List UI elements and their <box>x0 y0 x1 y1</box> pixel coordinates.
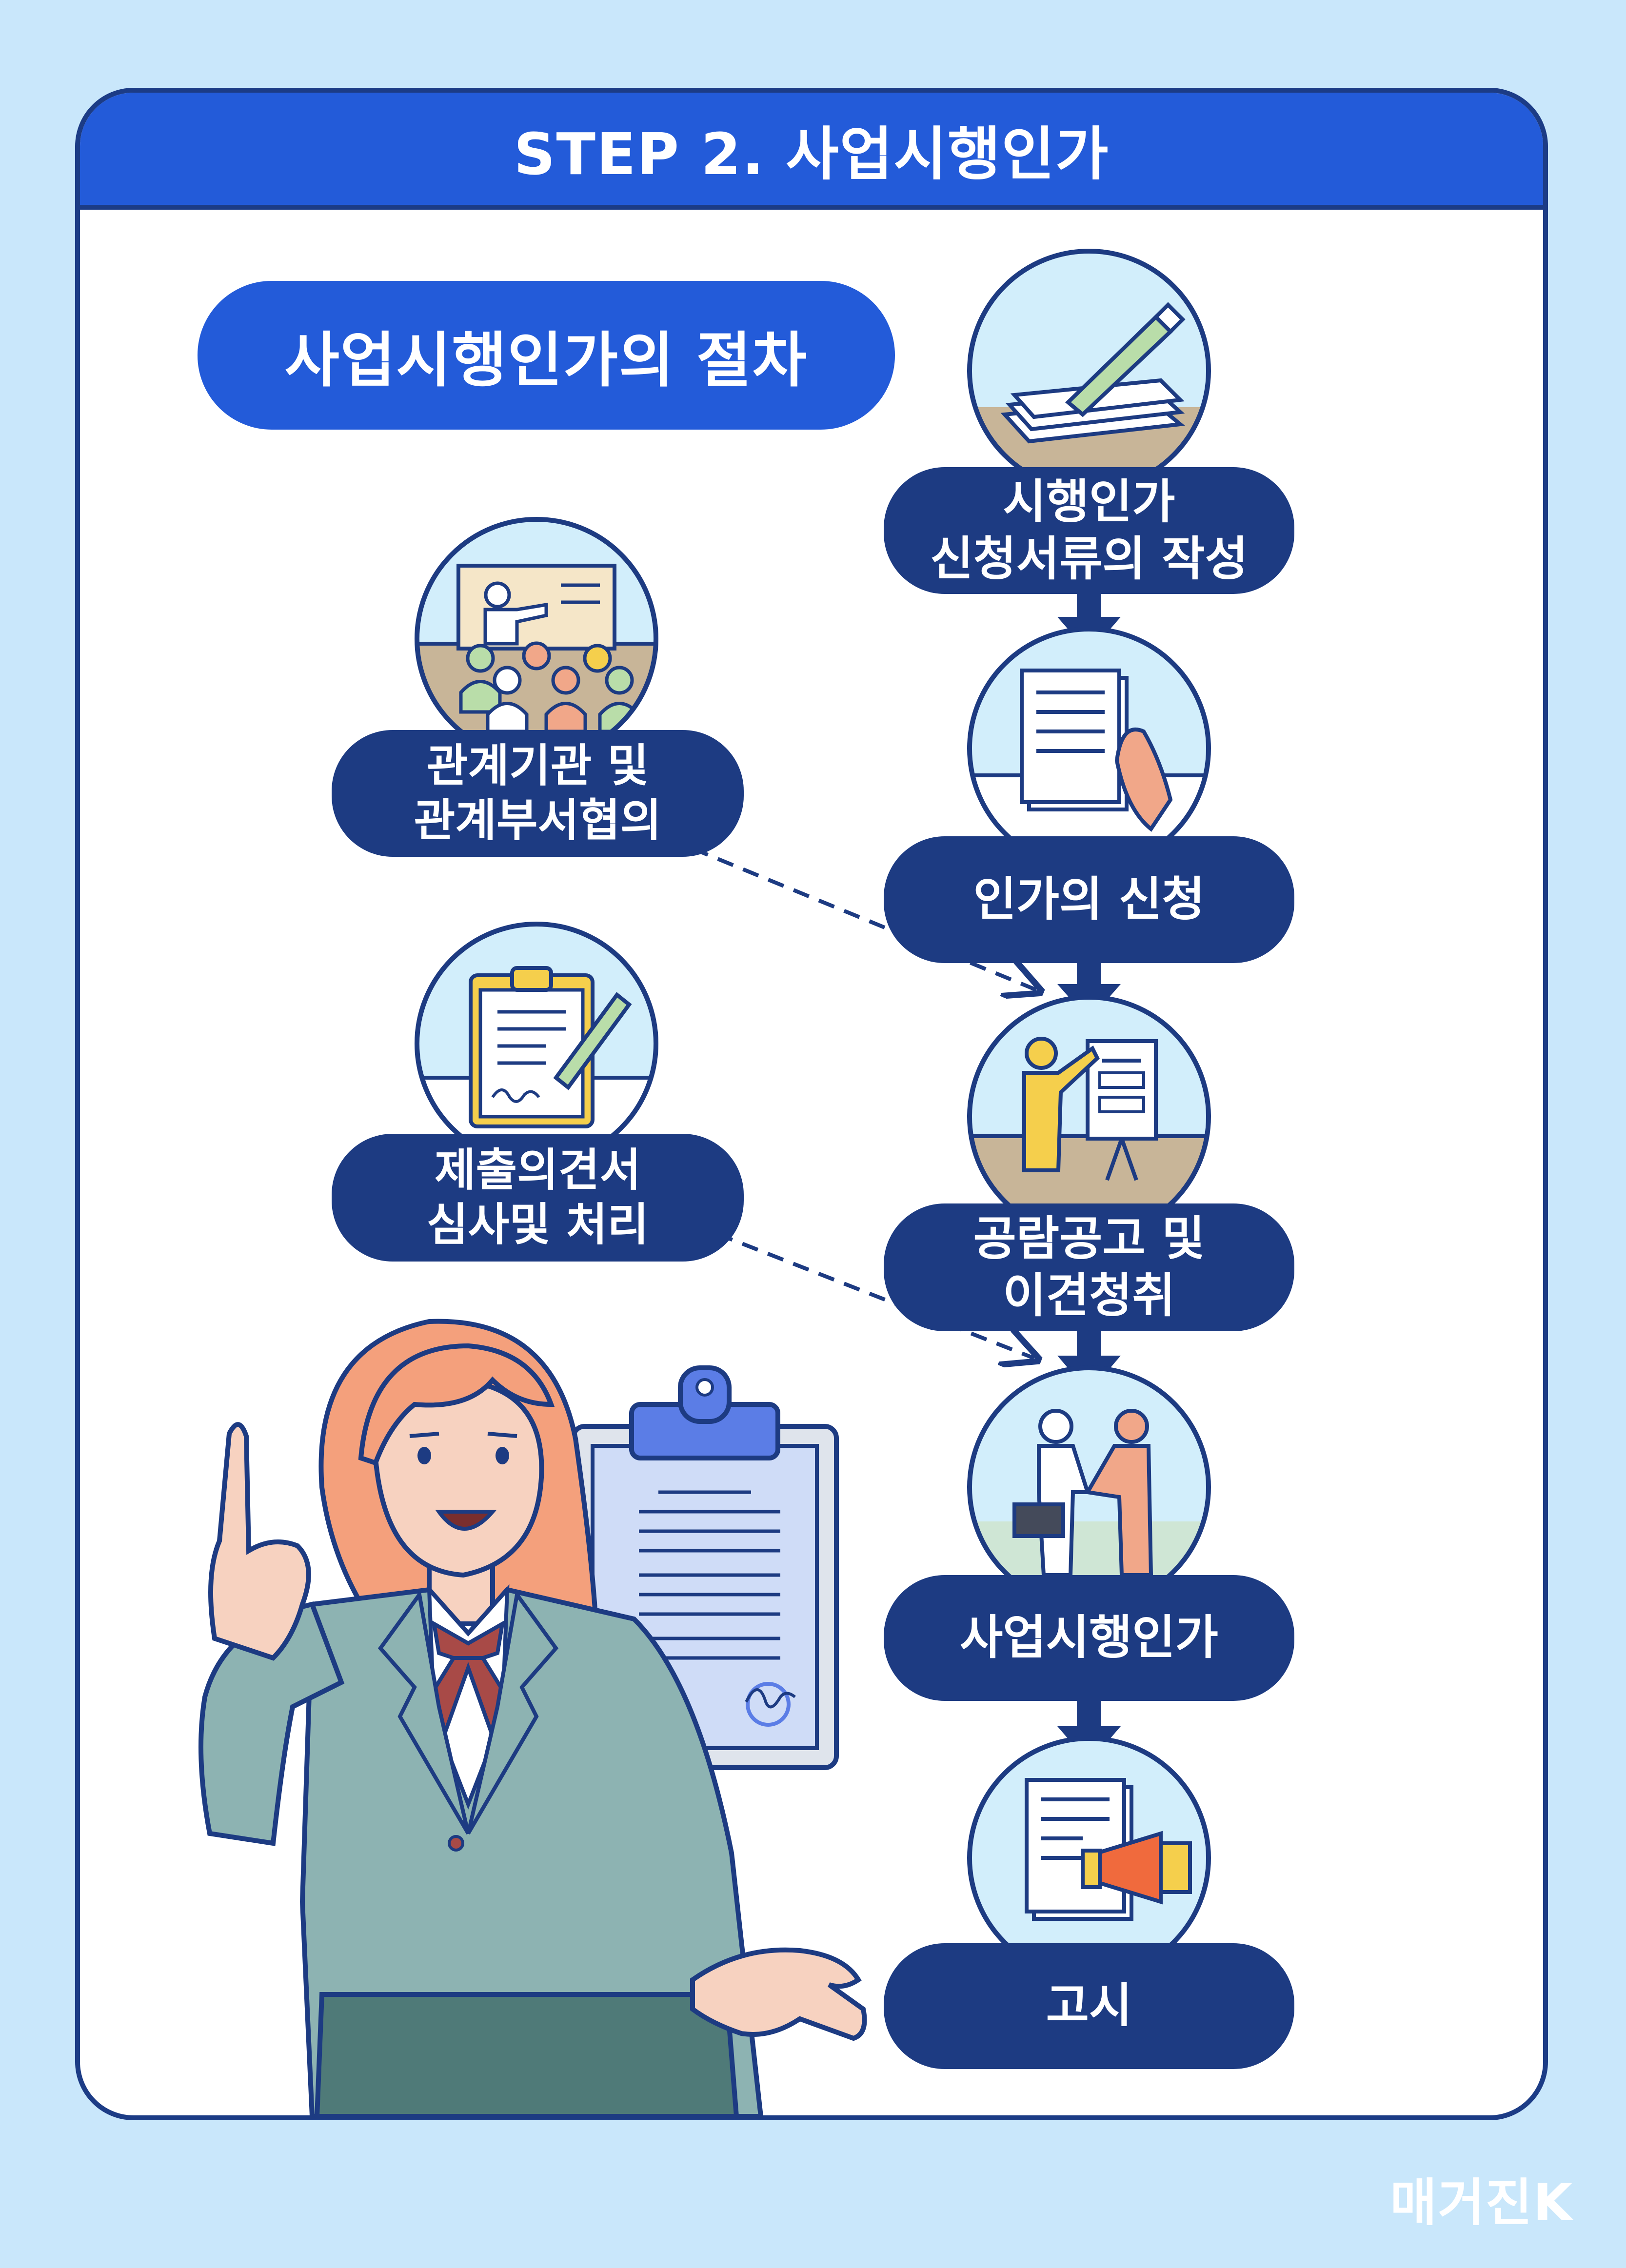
step-project-approval: 사업시행인가 <box>884 1575 1294 1701</box>
presenter-woman-illustration <box>198 1319 867 2119</box>
pen-paper-icon <box>967 249 1211 493</box>
side-step-opinion-review: 제출의견서 심사및 처리 <box>332 1134 744 1262</box>
step-application-documents: 시행인가 신청서류의 작성 <box>884 467 1294 594</box>
side-step-agency-consultation: 관계기관 및 관계부서협의 <box>332 730 744 857</box>
step-application-submit: 인가의 신청 <box>884 836 1294 963</box>
step-public-notice: 공람공고 및 이견청취 <box>884 1203 1294 1331</box>
document-hand-icon <box>967 627 1211 870</box>
megaphone-document-icon <box>967 1736 1211 1980</box>
dashed-connector-2 <box>716 1232 1034 1358</box>
brand-logo: 매거진K <box>1390 2173 1573 2232</box>
main-title: 사업시행인가의 절차 <box>198 281 895 430</box>
dashed-connector-1 <box>692 847 1036 990</box>
step-announcement: 고시 <box>884 1943 1294 2069</box>
step-header: STEP 2. 사업시행인가 <box>80 93 1543 210</box>
